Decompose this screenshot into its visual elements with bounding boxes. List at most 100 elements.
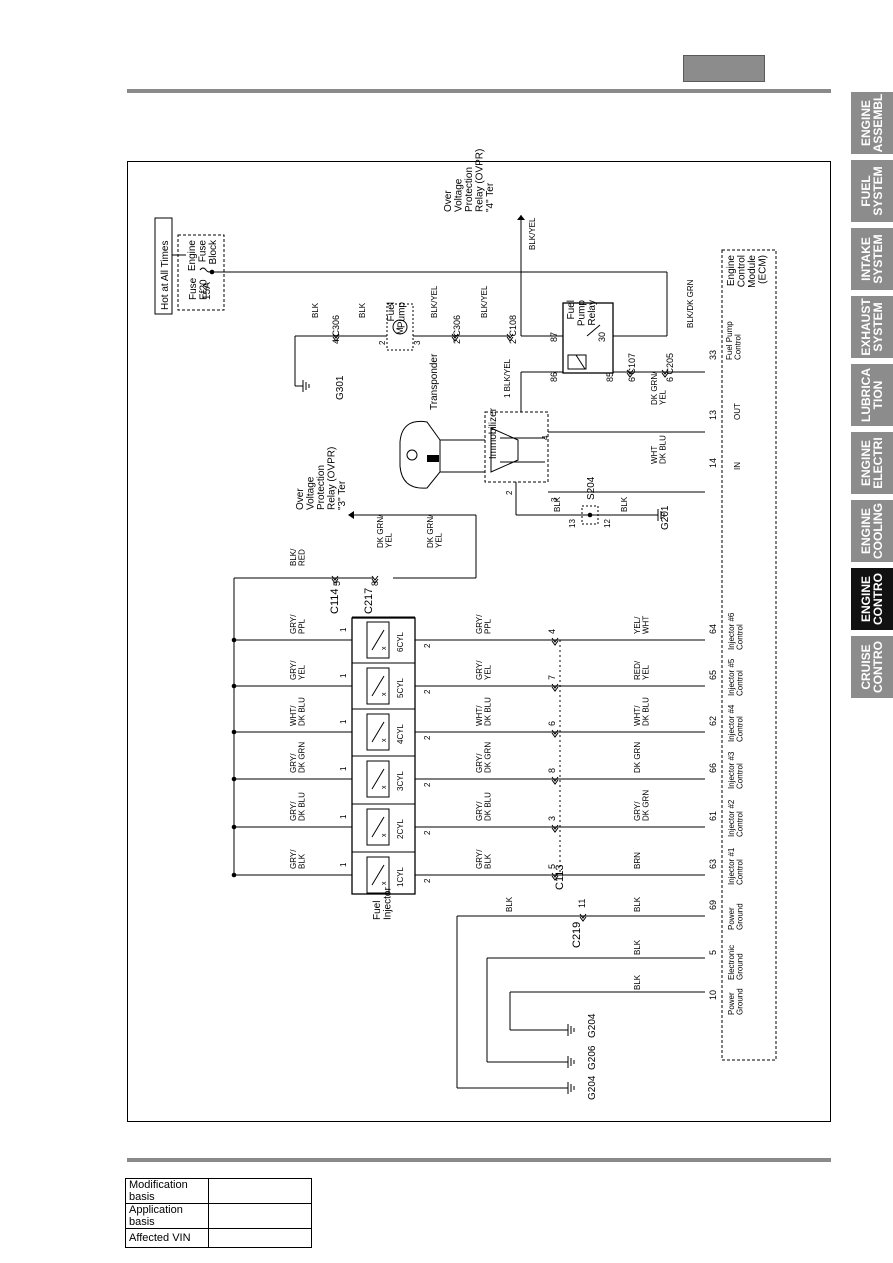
g204a-label: G204 [587, 1075, 598, 1100]
injector-ecm-pin-label: 64 [708, 624, 718, 634]
wire-blk-label: BLK [311, 302, 320, 318]
c113-chevron [551, 776, 559, 785]
wire-blk-label: BLK [553, 496, 562, 512]
side-tab[interactable]: ENGINE ELECTRI [851, 432, 893, 494]
injector-pin-2: 2 [423, 689, 432, 694]
injector-out-wire-label: WHT/DK BLU [475, 697, 492, 726]
injector-ecm-label: Injector #3Control [727, 751, 744, 789]
c217-chevron [371, 575, 379, 584]
injector-pin-1: 1 [339, 719, 348, 724]
c114-chevron [331, 575, 339, 584]
pin-87-label: 87 [549, 332, 559, 342]
wire-blk-yel-label: BLK/YEL [528, 217, 537, 250]
wire-blk-label: BLK [505, 896, 514, 912]
injector-ecm-pin-label: 61 [708, 811, 718, 821]
s204-label: S204 [586, 476, 597, 500]
ecm-power-ground-label: PowerGround [727, 903, 744, 930]
side-tab[interactable]: LUBRICA TION [851, 364, 893, 426]
injector-coil-box [366, 760, 390, 798]
injector-mark: x [381, 738, 388, 742]
c217-label: C217 [363, 588, 375, 614]
wire-blk-label: BLK [358, 302, 367, 318]
injector-ecm-wire-label: DK GRN [633, 742, 642, 773]
injector-coil-slash [371, 675, 385, 697]
wire-blk-label: BLK [633, 974, 642, 990]
transponder-chip [427, 455, 439, 462]
fuel-pump-box [386, 303, 414, 351]
modification-table: Modification basis Application basis Aff… [125, 1178, 312, 1248]
c113-pin-label: 4 [547, 629, 557, 634]
fuse-rating: 15A [202, 282, 213, 300]
injector-out-wire-label: GRY/YEL [475, 660, 492, 680]
injector-coil-slash [371, 768, 385, 790]
injector-in-wire-label: GRY/DK GRN [289, 742, 306, 773]
c113-pin-label: 3 [547, 816, 557, 821]
table-row: Modification basis [125, 1178, 312, 1204]
modification-basis-value [208, 1178, 312, 1204]
c219-chevron [579, 913, 587, 922]
transponder-key [399, 420, 441, 489]
side-tab[interactable]: FUEL SYSTEM [851, 160, 893, 222]
side-tab[interactable]: ENGINE ASSEMBL [851, 92, 893, 154]
transponder-label: Transponder [429, 353, 440, 410]
c113-chevron [551, 637, 559, 646]
table-row: Affected VIN [125, 1228, 312, 1248]
s204-box [581, 505, 599, 525]
s204-splice [587, 512, 593, 518]
injector-pin-1: 1 [339, 766, 348, 771]
fuse-block-label: EngineFuseBlock [187, 239, 219, 271]
c113-pin-label: 8 [547, 768, 557, 773]
side-tab[interactable]: INTAKE SYSTEM [851, 228, 893, 290]
immobilizer-pin-2: 2 [505, 490, 514, 495]
table-row: Application basis [125, 1203, 312, 1229]
injector-cyl-label: 4CYL [396, 723, 405, 744]
c306-chevron [451, 333, 459, 342]
injector-pin-2: 2 [423, 878, 432, 883]
side-tab[interactable]: ENGINE CONTRO [851, 568, 893, 630]
application-basis-value [208, 1203, 312, 1229]
injector-in-wire-label: GRY/DK BLU [289, 792, 306, 821]
pin-85-label: 85 [605, 372, 615, 382]
injector-coil-box [366, 713, 390, 751]
injector-cyl-label: 3CYL [396, 770, 405, 791]
immobilizer-pin-4: 4 [541, 435, 550, 440]
fuel-pump-pin-3: 3 [413, 340, 422, 345]
wire-blk-yel-label: BLK/YEL [430, 285, 439, 318]
injector-out-wire-label: GRY/DK GRN [475, 742, 492, 773]
c205-chevron [661, 369, 669, 378]
pin-69-label: 69 [708, 900, 718, 910]
injector-mark: x [381, 646, 388, 650]
ecm-power-ground-label: PowerGround [727, 988, 744, 1015]
g204b-label: G204 [587, 1013, 598, 1038]
side-tab[interactable]: EXHAUST SYSTEM [851, 296, 893, 358]
c113-label: C113 [554, 865, 566, 890]
injector-mark: x [381, 881, 388, 885]
side-tab[interactable]: ENGINE COOLING [851, 500, 893, 562]
injector-out-wire-label: GRY/DK BLU [475, 792, 492, 821]
wire-wht-dkblu-label: WHTDK BLU [650, 435, 667, 464]
c219-label: C219 [571, 922, 583, 948]
affected-vin-value [208, 1228, 312, 1248]
c219-pin: 11 [577, 899, 587, 908]
injector-coil-box [366, 667, 390, 705]
wire-blk-label: BLK [633, 896, 642, 912]
injector-cyl-label: 5CYL [396, 677, 405, 698]
header-gray-box [683, 55, 765, 82]
injector-in-wire-label: GRY/BLK [289, 849, 306, 869]
g206-label: G206 [587, 1045, 598, 1070]
injector-coil-slash [371, 816, 385, 838]
wire-dkgrn-yel-label: DK GRN/YEL [650, 371, 667, 405]
side-tab[interactable]: CRUISE CONTRO [851, 636, 893, 698]
c108-chevron [506, 333, 514, 342]
injector-pin-2: 2 [423, 782, 432, 787]
injector-ecm-wire-label: YEL/WHT [633, 616, 650, 634]
relay-switch [586, 324, 601, 337]
c108-label: 2 C108 [508, 315, 518, 344]
immobilizer-box [484, 411, 549, 483]
pin-33-label: 33 [708, 350, 718, 360]
c113-pin-label: 7 [547, 675, 557, 680]
c113-chevron [551, 824, 559, 833]
c306-chevron [332, 333, 340, 342]
injector-ecm-label: Injector #5Control [727, 658, 744, 696]
motor-symbol: M [395, 327, 405, 335]
